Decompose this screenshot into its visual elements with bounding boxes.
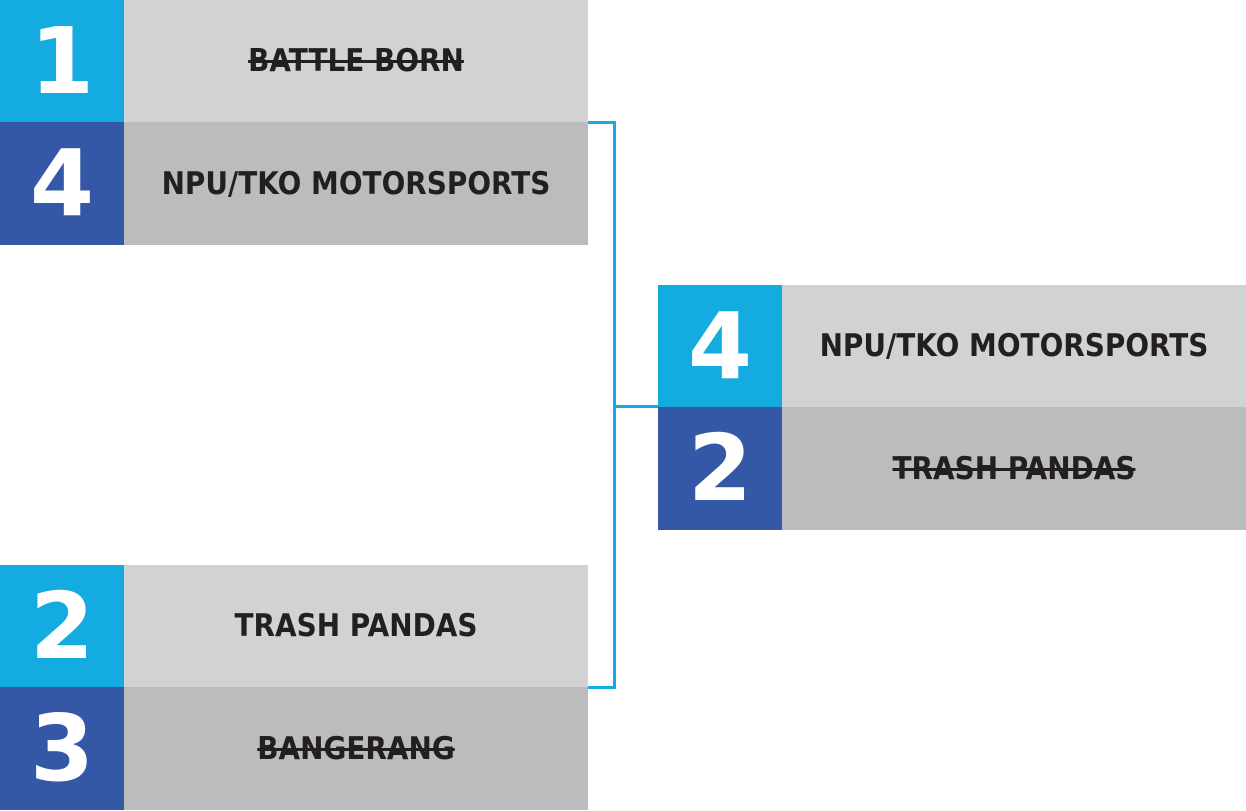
semifinal-match-1: 1 BATTLE BORN 4 NPU/TKO MOTORSPORTS — [0, 0, 588, 245]
team-name: TRASH PANDAS — [892, 450, 1136, 487]
connector-stub-top — [588, 121, 616, 124]
seed-number: 2 — [0, 565, 124, 687]
team-name: TRASH PANDAS — [234, 608, 478, 644]
seed-number: 3 — [0, 687, 124, 810]
team-name: BANGERANG — [257, 730, 455, 767]
team-row: 2 TRASH PANDAS — [0, 565, 588, 687]
semifinal-match-2: 2 TRASH PANDAS 3 BANGERANG — [0, 565, 588, 810]
team-row: 3 BANGERANG — [0, 687, 588, 810]
team-row: 4 NPU/TKO MOTORSPORTS — [658, 285, 1246, 407]
team-row: 1 BATTLE BORN — [0, 0, 588, 122]
connector-stub-bottom — [588, 686, 616, 689]
connector-to-final — [613, 405, 658, 408]
final-match: 4 NPU/TKO MOTORSPORTS 2 TRASH PANDAS — [658, 285, 1246, 530]
team-row: 2 TRASH PANDAS — [658, 407, 1246, 530]
team-row: 4 NPU/TKO MOTORSPORTS — [0, 122, 588, 245]
team-name: NPU/TKO MOTORSPORTS — [161, 165, 551, 202]
team-name: NPU/TKO MOTORSPORTS — [819, 328, 1209, 364]
team-name: BATTLE BORN — [248, 43, 464, 79]
seed-number: 4 — [0, 122, 124, 245]
seed-number: 2 — [658, 407, 782, 530]
seed-number: 1 — [0, 0, 124, 122]
seed-number: 4 — [658, 285, 782, 407]
